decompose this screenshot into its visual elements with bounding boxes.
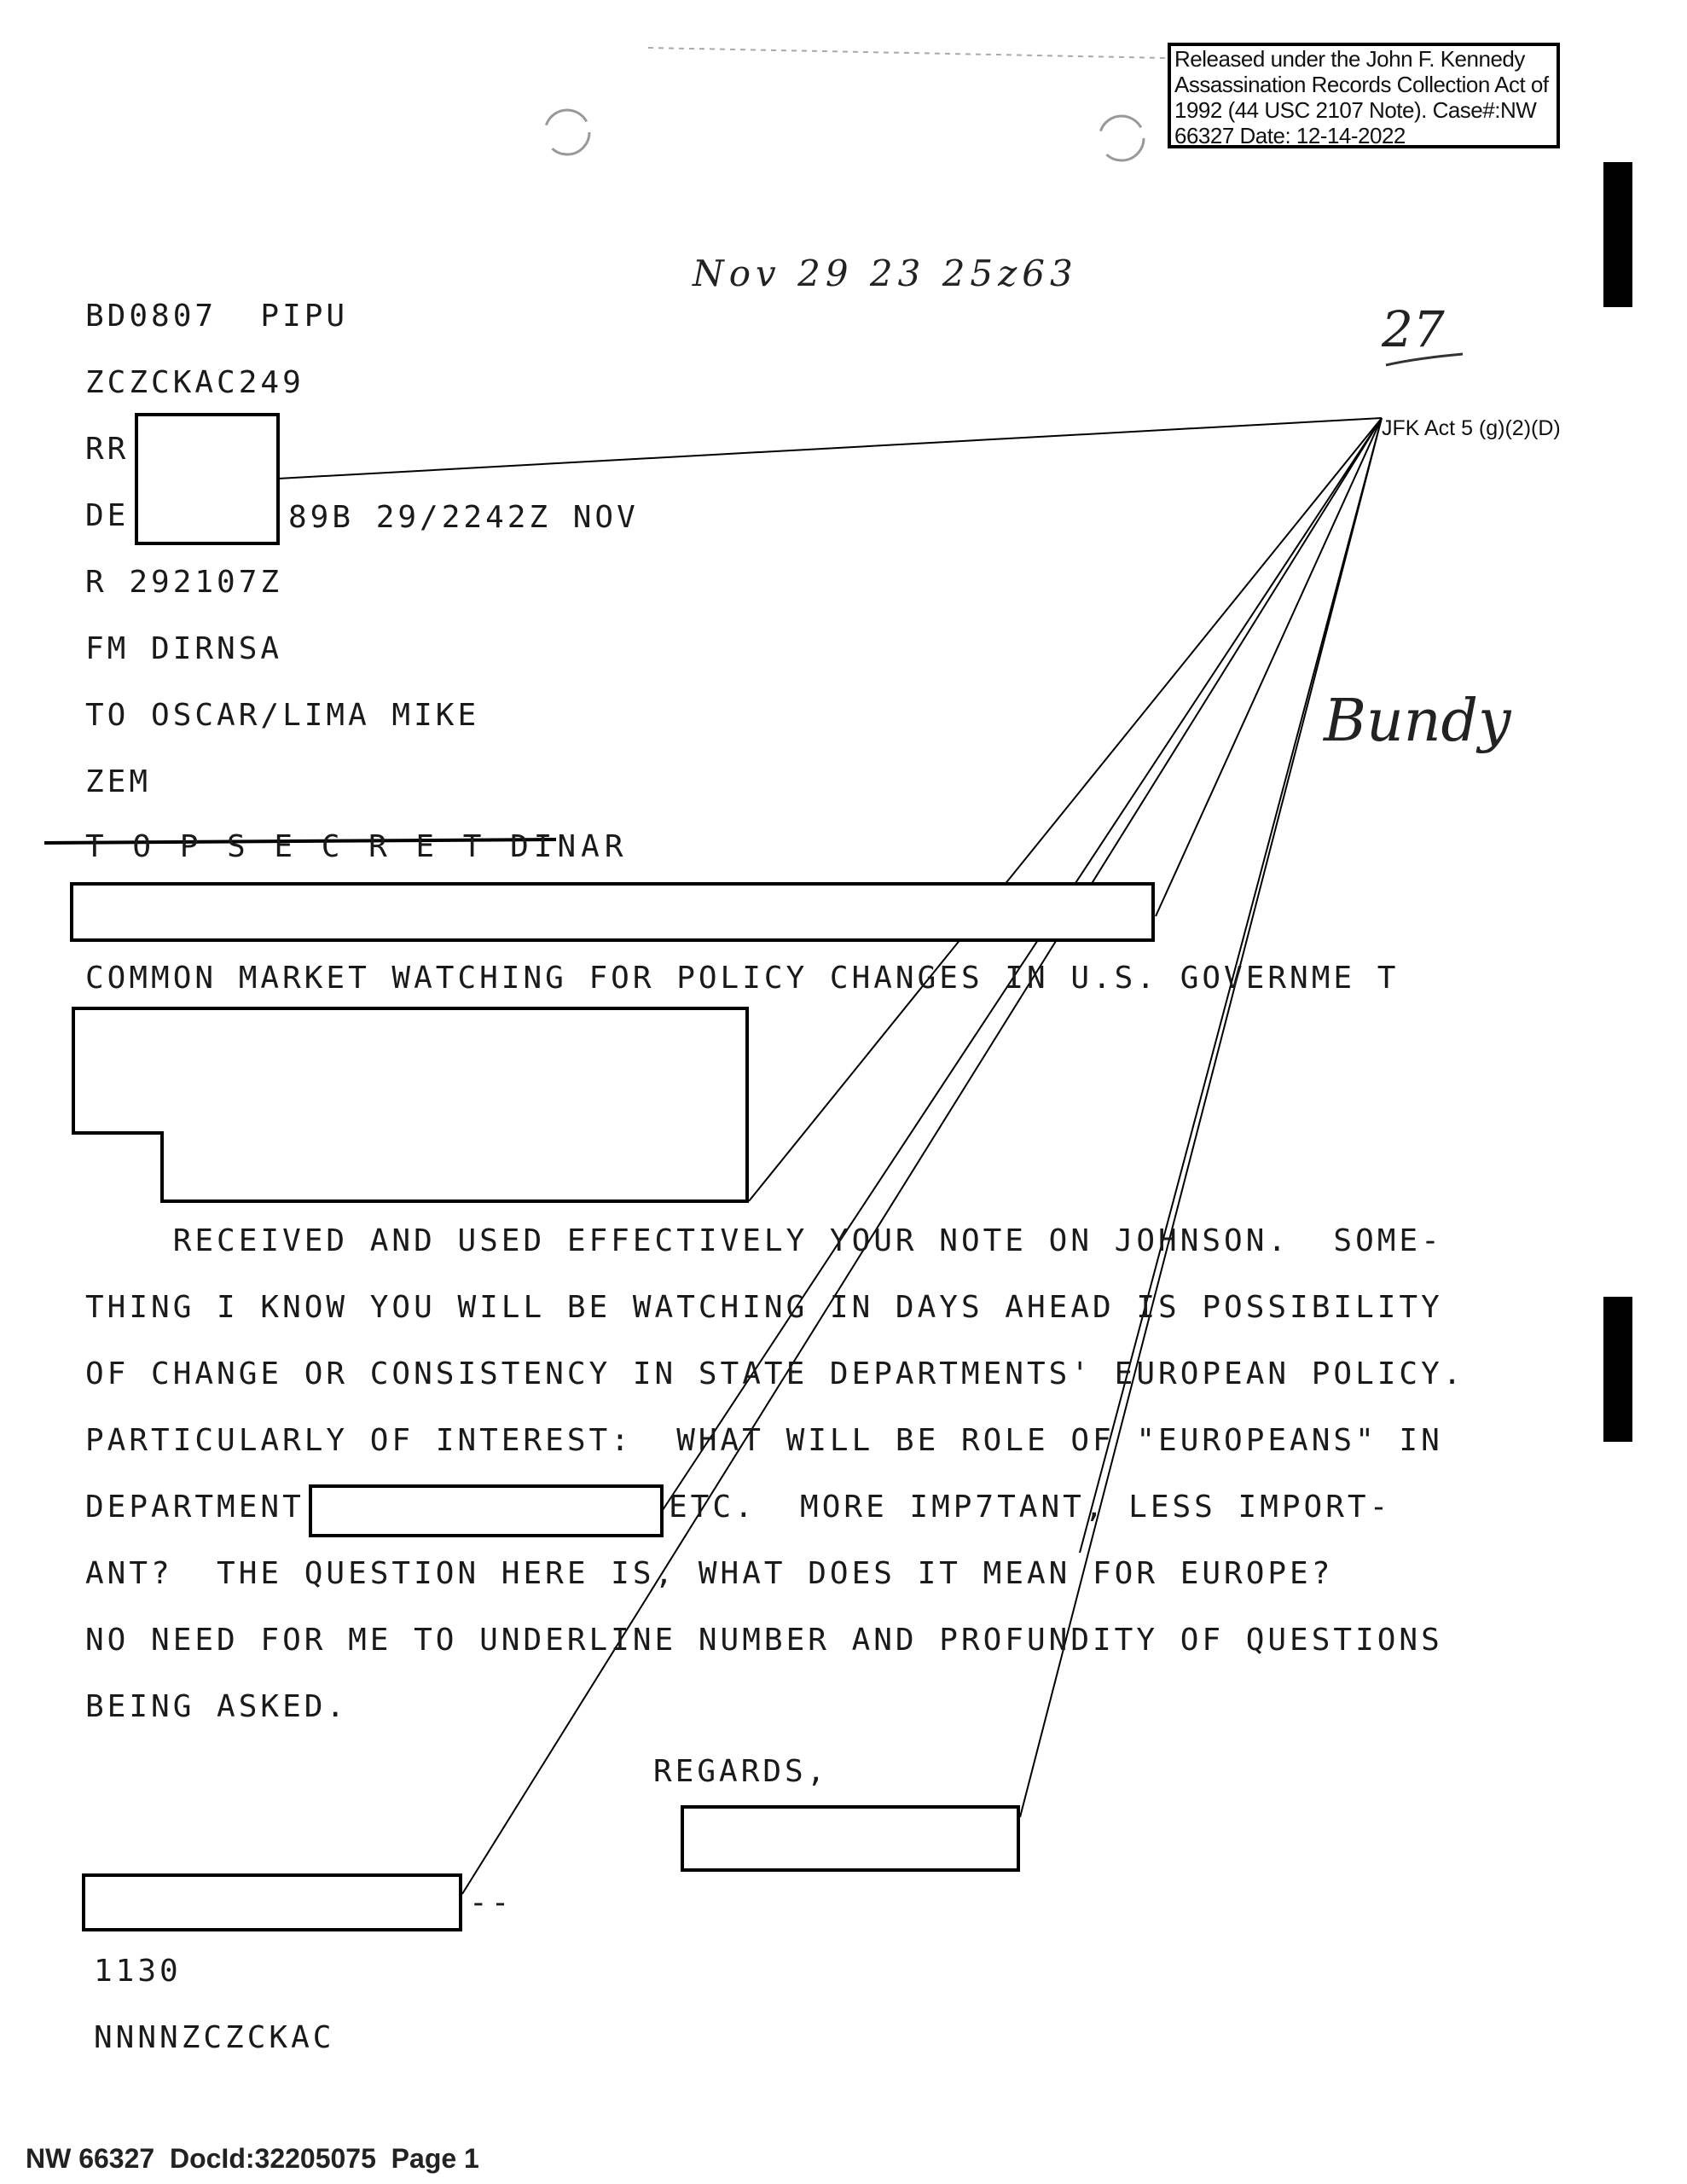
release-stamp-line: 66327 Date: 12-14-2022 xyxy=(1174,123,1406,148)
handwritten-name: Bundy xyxy=(1324,688,1511,755)
subject-line: COMMON MARKET WATCHING FOR POLICY CHANGE… xyxy=(85,961,1400,996)
leader-line xyxy=(461,417,1383,1895)
leader-line xyxy=(1019,417,1383,1818)
from-line: FM DIRNSA xyxy=(85,631,283,666)
leader-line xyxy=(748,417,1383,1202)
trailer-number: 1130 xyxy=(94,1954,182,1989)
leader-line xyxy=(1155,417,1383,917)
body-line: DEPARTMENT- xyxy=(85,1490,327,1525)
punch-hole-mark xyxy=(543,108,591,156)
header-line: RR xyxy=(85,432,130,467)
closing: REGARDS, xyxy=(653,1754,829,1789)
redaction-box xyxy=(135,413,280,545)
page-footer: NW 66327 DocId:32205075 Page 1 xyxy=(26,2143,479,2174)
release-stamp-line: Released under the John F. Kennedy xyxy=(1174,46,1525,72)
redaction-box xyxy=(70,882,1155,942)
release-stamp-line: 1992 (44 USC 2107 Note). Case#:NW xyxy=(1174,97,1537,123)
exemption-label: JFK Act 5 (g)(2)(D) xyxy=(1382,416,1561,440)
leader-line xyxy=(1079,417,1383,1554)
body-line: NO NEED FOR ME TO UNDERLINE NUMBER AND P… xyxy=(85,1623,1443,1658)
body-line: RECEIVED AND USED EFFECTIVELY YOUR NOTE … xyxy=(85,1223,1443,1258)
scan-artifact-line xyxy=(647,47,1168,59)
release-stamp-line: Assassination Records Collection Act of xyxy=(1174,72,1549,97)
header-line: R 292107Z xyxy=(85,565,283,600)
margin-marker-bar xyxy=(1603,162,1632,307)
trailer-end: NNNNZCZCKAC xyxy=(94,2020,335,2055)
body-line: BEING ASKED. xyxy=(85,1689,349,1724)
body-line: ETC. MORE IMP7TANT, LESS IMPORT- xyxy=(669,1490,1392,1525)
header-line: ZCZCKAC249 xyxy=(85,365,304,400)
redaction-box xyxy=(72,1007,749,1203)
header-line: 89B 29/2242Z NOV xyxy=(288,500,639,535)
body-line: ANT? THE QUESTION HERE IS, WHAT DOES IT … xyxy=(85,1556,1334,1591)
classification-line: T O P S E C R E T DINAR xyxy=(85,829,629,864)
leader-line xyxy=(277,417,1383,479)
classification-strikethrough xyxy=(43,838,557,845)
header-line: BD0807 PIPU xyxy=(85,299,349,334)
leader-line xyxy=(662,417,1383,1511)
release-stamp: Released under the John F. Kennedy Assas… xyxy=(1168,43,1560,148)
margin-marker-bar xyxy=(1603,1297,1632,1442)
body-line: OF CHANGE OR CONSISTENCY IN STATE DEPART… xyxy=(85,1356,1465,1391)
body-line: THING I KNOW YOU WILL BE WATCHING IN DAY… xyxy=(85,1290,1443,1325)
annotation-underline xyxy=(1385,352,1464,367)
header-line: DE xyxy=(85,498,130,533)
body-line: PARTICULARLY OF INTEREST: WHAT WILL BE R… xyxy=(85,1423,1443,1458)
punch-hole-mark xyxy=(1098,114,1145,162)
redaction-box xyxy=(82,1873,462,1931)
redaction-box xyxy=(309,1484,664,1537)
to-line: TO OSCAR/LIMA MIKE xyxy=(85,698,480,733)
redaction-box xyxy=(681,1805,1020,1872)
date-stamp: Nov 29 23 25z63 xyxy=(693,253,1078,294)
trailer-dash: -- xyxy=(469,1885,513,1920)
zem-line: ZEM xyxy=(85,764,152,799)
page-annotation: 27 xyxy=(1382,300,1445,358)
